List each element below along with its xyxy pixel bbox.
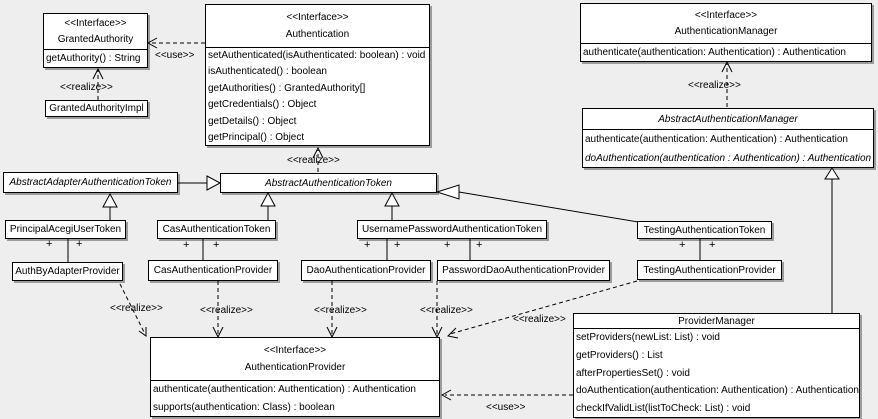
class-authentication-manager[interactable]: <<Interface>> AuthenticationManager auth… <box>580 3 872 62</box>
stereotype-label: <<Interface>> <box>286 11 349 23</box>
class-name: ProviderManager <box>678 315 755 327</box>
class-authentication-provider[interactable]: <<Interface>> AuthenticationProvider aut… <box>150 337 440 417</box>
class-name: PrincipalAcegiUserToken <box>9 224 122 235</box>
class-abstract-adapter-authentication-token[interactable]: AbstractAdapterAuthenticationToken <box>3 172 178 193</box>
generalization-arrowhead <box>260 191 276 207</box>
mult-principal-left: + <box>46 238 53 250</box>
label-realize-password-dao-authentication-provider: <<realize>> <box>420 305 473 316</box>
method-authenticate: authenticate(authentication: Authenticat… <box>153 384 416 395</box>
mult-testing-right: + <box>709 239 716 251</box>
class-name: GrantedAuthorityImpl <box>49 103 144 114</box>
method-set-authenticated: setAuthenticated(isAuthenticated: boolea… <box>208 50 426 61</box>
generalization-arrowhead <box>384 191 400 207</box>
mult-principal-right: + <box>76 238 83 250</box>
class-abstract-authentication-token[interactable]: AbstractAuthenticationToken <box>220 173 437 193</box>
mult-passworddao-right: + <box>476 239 483 251</box>
mult-testing-left: + <box>679 239 686 251</box>
generalization-arrowhead <box>206 175 222 191</box>
method-set-providers: setProviders(newList: List) : void <box>576 332 720 343</box>
method-get-principal: getPrincipal() : Object <box>208 132 305 144</box>
generalization-arrowhead <box>824 167 840 180</box>
class-principal-acegi-user-token[interactable]: PrincipalAcegiUserToken <box>5 220 126 239</box>
class-cas-authentication-token[interactable]: CasAuthenticationToken <box>157 220 276 239</box>
class-testing-authentication-provider[interactable]: TestingAuthenticationProvider <box>637 260 782 280</box>
class-name: CasAuthenticationProvider <box>153 265 273 276</box>
method-check-if-valid-list: checkIfValidList(listToCheck: List) : vo… <box>576 403 751 415</box>
label-realize-dao-authentication-provider: <<realize>> <box>314 305 367 316</box>
open-arrowhead <box>92 67 104 80</box>
class-testing-authentication-token[interactable]: TestingAuthenticationToken <box>637 221 772 239</box>
class-name: TestingAuthenticationProvider <box>643 264 776 276</box>
class-name: AbstractAdapterAuthenticationToken <box>9 177 172 188</box>
class-name: GrantedAuthority <box>57 33 134 45</box>
class-granted-authority[interactable]: <<Interface>> GrantedAuthority getAuthor… <box>43 13 148 68</box>
class-cas-authentication-provider[interactable]: CasAuthenticationProvider <box>148 260 278 281</box>
method-get-authority: getAuthority() : String <box>46 53 141 64</box>
class-name: AbstractAuthenticationToken <box>265 177 392 189</box>
method-get-details: getDetails() : Object <box>208 115 297 127</box>
method-get-authorities: getAuthorities() : GrantedAuthority[] <box>208 82 366 94</box>
open-arrowhead <box>440 389 452 401</box>
class-name: AuthByAdapterProvider <box>15 266 120 277</box>
mult-dao-right: + <box>394 239 401 251</box>
method-after-properties-set: afterPropertiesSet() : void <box>576 367 690 379</box>
method-get-providers: getProviders() : List <box>576 349 663 361</box>
stereotype-label: <<Interface>> <box>64 18 127 30</box>
generalization-arrowhead <box>435 184 460 200</box>
class-name: AbstractAuthenticationManager <box>658 113 798 125</box>
label-realize-abstract-authentication-manager: <<realize>> <box>688 80 741 91</box>
open-arrowhead <box>431 326 443 339</box>
mult-passworddao-left: + <box>444 239 451 251</box>
class-dao-authentication-provider[interactable]: DaoAuthenticationProvider <box>301 260 431 281</box>
stereotype-label: <<Interface>> <box>263 344 327 356</box>
label-realize-cas-authentication-provider: <<realize>> <box>200 305 253 316</box>
class-auth-by-adapter-provider[interactable]: AuthByAdapterProvider <box>12 262 123 281</box>
class-name: DaoAuthenticationProvider <box>306 265 426 276</box>
label-use-authentication: <<use>> <box>155 50 195 61</box>
class-granted-authority-impl[interactable]: GrantedAuthorityImpl <box>45 100 148 117</box>
class-name: AuthenticationManager <box>674 26 778 38</box>
class-name: CasAuthenticationToken <box>162 224 271 235</box>
open-arrowhead <box>326 326 338 339</box>
class-password-dao-authentication-provider[interactable]: PasswordDaoAuthenticationProvider <box>437 260 610 281</box>
method-authenticate: authenticate(authentication: Authenticat… <box>583 47 846 58</box>
open-arrowhead <box>446 327 459 339</box>
class-name: TestingAuthenticationToken <box>643 224 766 236</box>
label-realize-abstract-authentication-token: <<realize>> <box>287 155 340 166</box>
class-name: Authentication <box>285 29 350 41</box>
class-authentication[interactable]: <<Interface>> Authentication setAuthenti… <box>205 4 430 146</box>
open-arrowhead <box>212 326 224 339</box>
open-arrowhead <box>138 327 147 337</box>
mult-dao-left: + <box>364 239 371 251</box>
method-supports: supports(authentication: Class) : boolea… <box>153 402 335 413</box>
open-arrowhead <box>146 37 158 49</box>
method-is-authenticated: isAuthenticated() : boolean <box>208 66 327 78</box>
open-arrowhead <box>721 60 733 73</box>
class-name: AuthenticationProvider <box>244 362 346 374</box>
label-realize-auth-by-adapter-provider: <<realize>> <box>110 303 163 314</box>
method-get-credentials: getCredentials() : Object <box>208 99 317 111</box>
class-name: PasswordDaoAuthenticationProvider <box>442 265 605 276</box>
mult-cas-right: + <box>213 239 220 251</box>
mult-cas-left: + <box>183 239 190 251</box>
class-username-password-authentication-token[interactable]: UsernamePasswordAuthenticationToken <box>357 220 547 239</box>
method-do-authentication: doAuthentication(authentication: Authent… <box>576 385 859 397</box>
method-authenticate: authenticate(authentication: Authenticat… <box>585 134 848 145</box>
edge-generalization-testingtoken-to-abstracttoken[interactable] <box>458 191 639 223</box>
label-realize-granted-authority-impl: <<realize>> <box>60 82 113 93</box>
method-do-authentication: doAuthentication(authentication : Authen… <box>585 153 872 164</box>
class-abstract-authentication-manager[interactable]: AbstractAuthenticationManager authentica… <box>582 108 874 168</box>
generalization-arrowhead <box>102 192 118 208</box>
label-use-provider-manager: <<use>> <box>486 402 526 413</box>
stereotype-label: <<Interface>> <box>694 9 758 21</box>
class-provider-manager[interactable]: ProviderManager setProviders(newList: Li… <box>573 313 860 418</box>
label-realize-testing-authentication-provider: <<realize>> <box>513 314 566 325</box>
class-name: UsernamePasswordAuthenticationToken <box>361 224 543 235</box>
